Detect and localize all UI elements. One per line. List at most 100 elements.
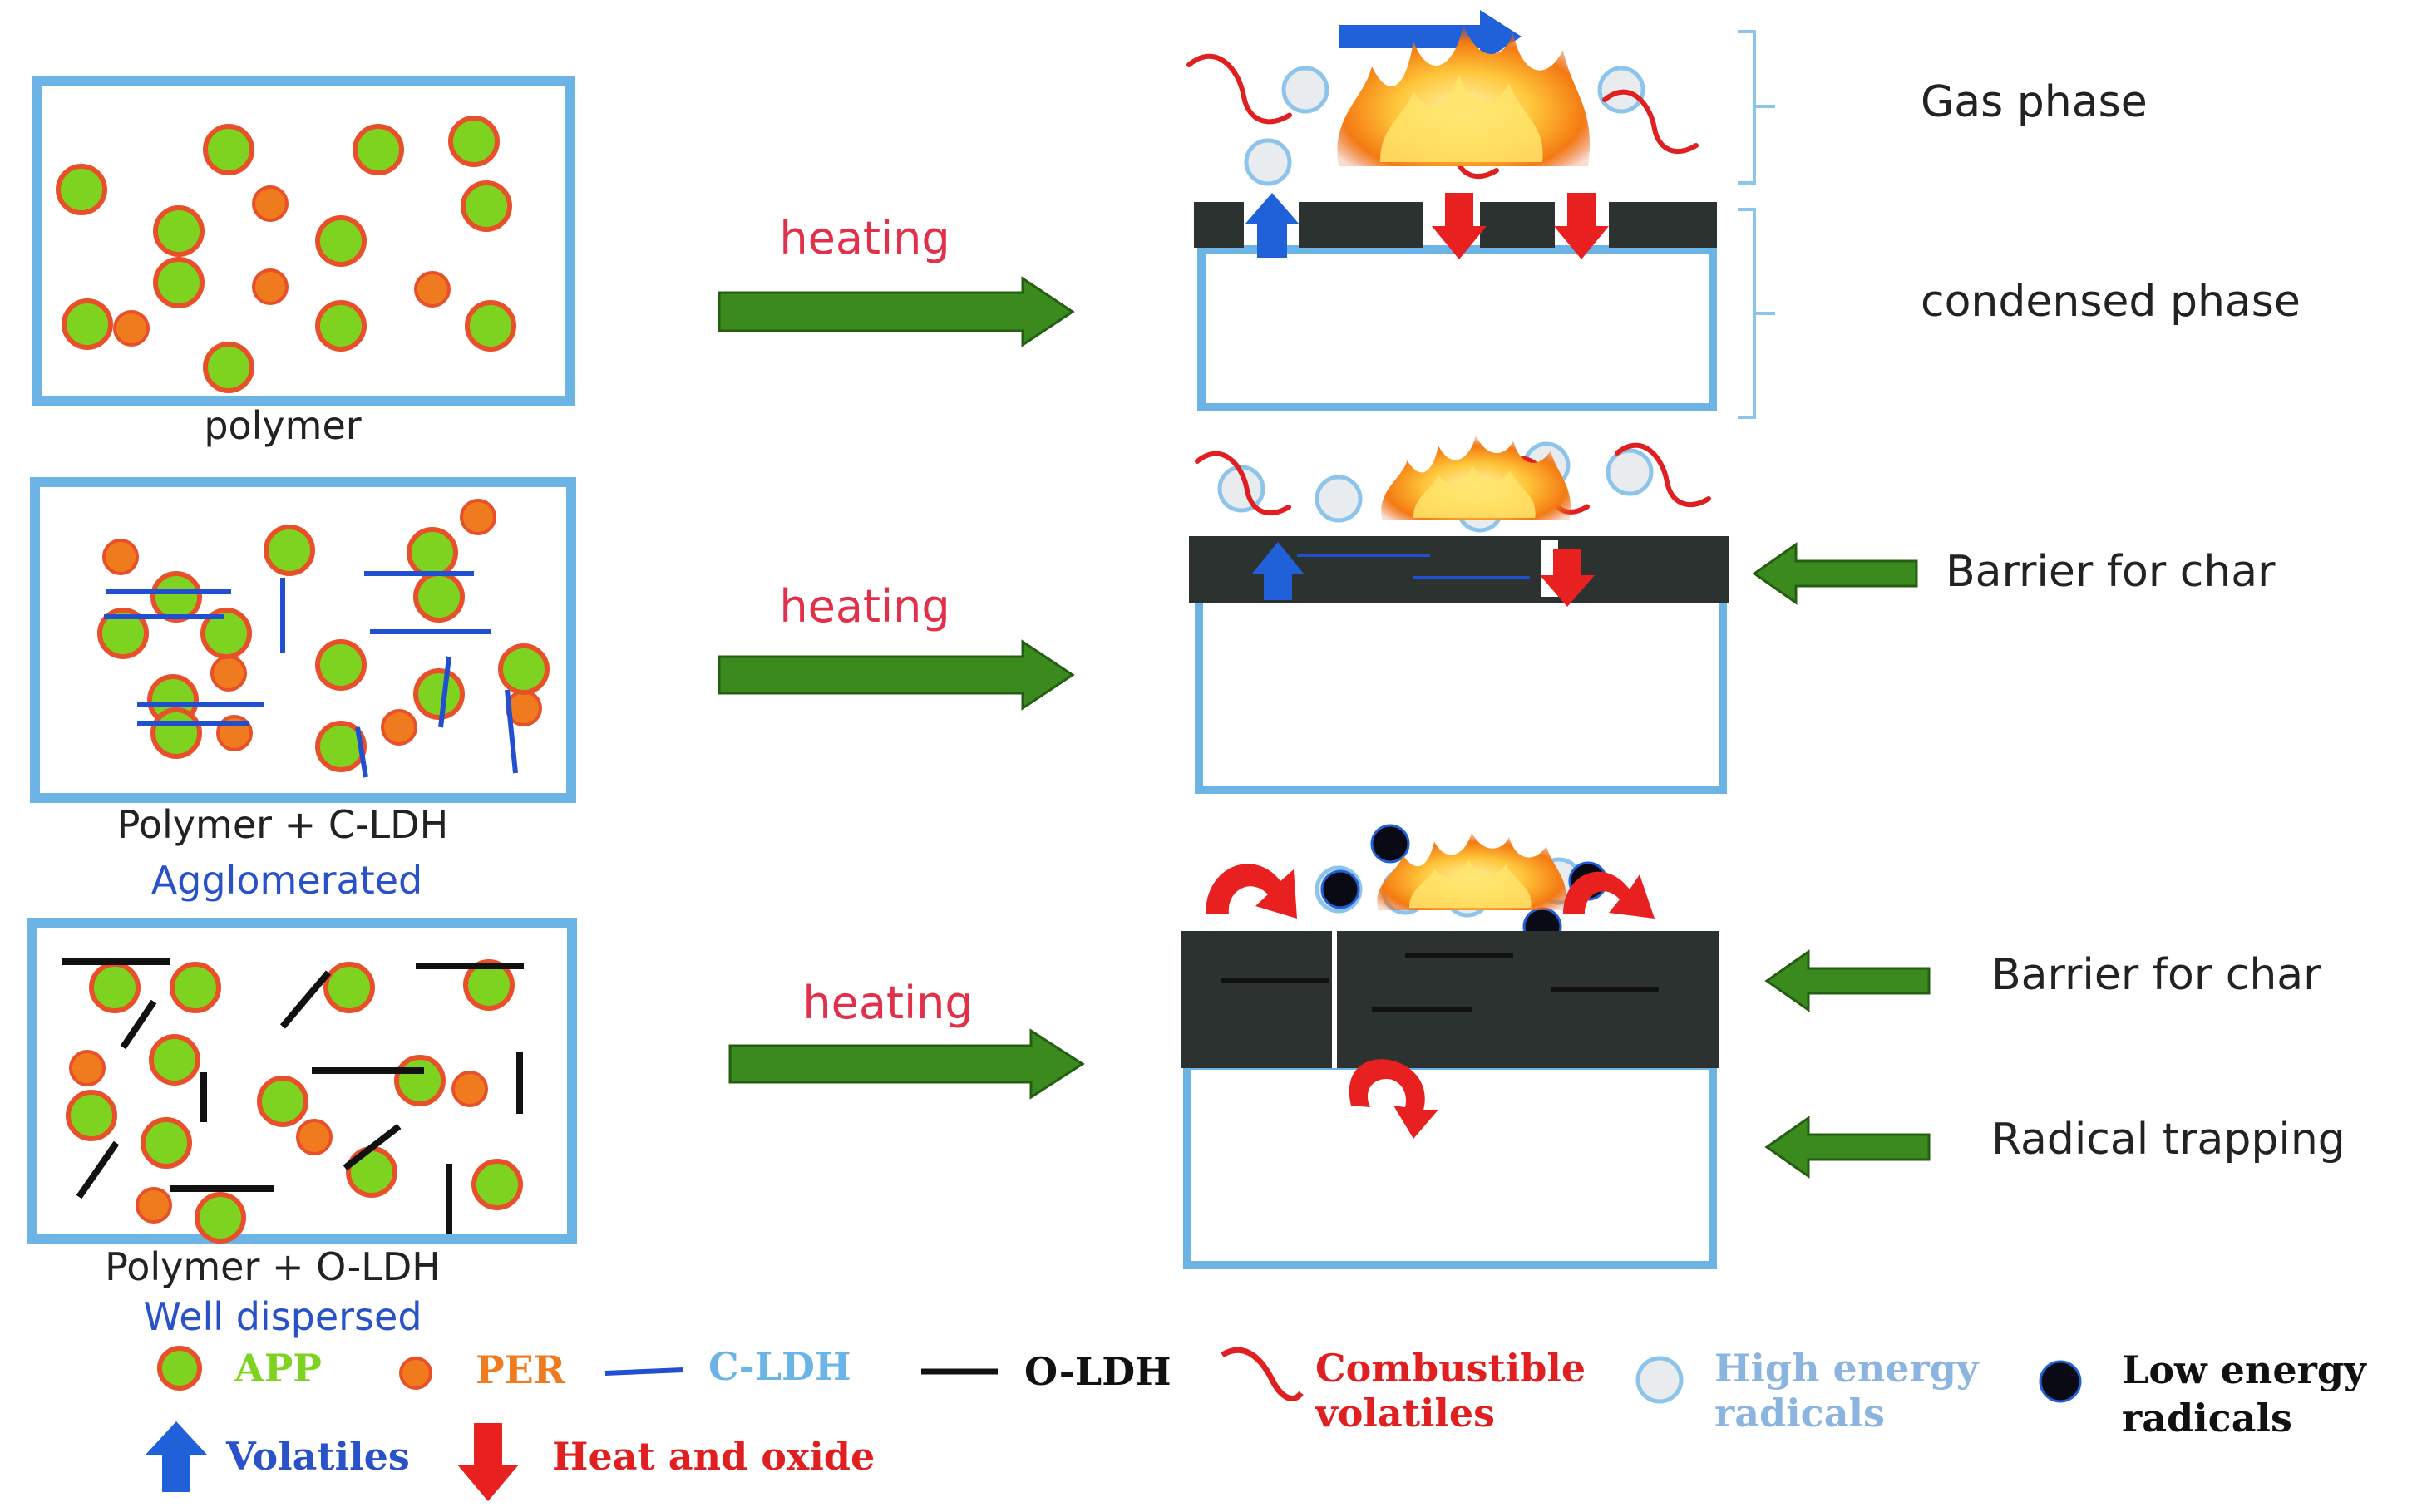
per-particle-icon	[69, 1050, 106, 1086]
heat-down-arrow-icon	[1540, 549, 1595, 607]
app-particle-icon	[153, 257, 205, 308]
app-particle-icon	[315, 300, 367, 352]
legend-low-energy-1: Low energy	[2122, 1347, 2367, 1392]
app-particle-icon	[413, 668, 465, 720]
green-left-arrow-icon	[1752, 542, 1918, 605]
per-particle-icon	[102, 539, 139, 575]
condensed-phase-bracket	[1738, 208, 1775, 419]
per-particle-icon	[381, 709, 417, 746]
high-energy-radical-icon	[1315, 475, 1363, 523]
app-particle-icon	[203, 342, 254, 393]
legend: APP PER C-LDH O-LDH Combustible volatile…	[146, 1344, 2367, 1501]
low-energy-radical-icon	[1370, 824, 1410, 864]
char-barrier	[1181, 931, 1719, 1068]
app-particle-icon	[62, 298, 113, 350]
app-particle-icon	[170, 962, 221, 1013]
condensed-phase-label: condensed phase	[1921, 277, 2301, 327]
o-ldh-platelet	[279, 970, 332, 1029]
red-curved-arrow-icon	[1206, 864, 1297, 919]
o-ldh-platelet	[120, 999, 157, 1050]
legend-high-energy-1: High energy	[1714, 1346, 1980, 1391]
legend-low-energy-2: radicals	[2122, 1396, 2292, 1441]
per-particle-icon	[252, 185, 289, 222]
barrier-for-char-label-1: Barrier for char	[1946, 547, 2276, 597]
low-energy-radical-icon	[2039, 1360, 2082, 1403]
app-particle-icon	[153, 205, 205, 257]
app-particle-icon	[89, 962, 141, 1013]
barrier-for-char-label-2: Barrier for char	[1991, 950, 2321, 1000]
app-particle-icon	[346, 1146, 397, 1198]
legend-per: PER	[476, 1347, 566, 1392]
heat-down-arrow-icon	[1432, 193, 1487, 259]
legend-combustible-1: Combustible	[1315, 1346, 1586, 1391]
sample-label-polymer: polymer	[204, 403, 361, 448]
result-panel-o-ldh: Barrier for char Radical trapping	[1181, 832, 2345, 1269]
green-left-arrow-icon	[1764, 1116, 1931, 1179]
legend-heat-oxide: Heat and oxide	[552, 1434, 875, 1479]
legend-o-ldh: O-LDH	[1024, 1349, 1172, 1394]
app-particle-icon	[413, 571, 465, 623]
per-particle-icon	[210, 655, 247, 692]
legend-high-energy-2: radicals	[1714, 1391, 1885, 1436]
app-particle-icon	[463, 959, 515, 1011]
c-ldh-icon	[604, 1367, 684, 1376]
app-particle-icon	[264, 525, 315, 576]
app-particle-icon	[315, 639, 367, 691]
heat-down-arrow-icon	[457, 1423, 519, 1501]
combustible-volatile-icon	[1186, 53, 1292, 125]
volatile-up-arrow-icon	[1245, 193, 1300, 258]
app-particle-icon	[315, 721, 367, 772]
combustible-volatile-icon	[1615, 442, 1711, 508]
volatile-right-arrow-icon	[1339, 10, 1522, 63]
app-particle-icon	[353, 124, 404, 175]
app-particle-icon	[150, 707, 202, 759]
result-panel-polymer: Gas phase condensed phase	[1194, 10, 2301, 419]
app-particle-icon	[157, 1346, 202, 1391]
legend-combustible-2: volatiles	[1315, 1391, 1495, 1436]
app-particle-icon	[315, 215, 367, 267]
heating-arrow-1: heating	[718, 212, 1075, 347]
combustible-volatile-icon	[1195, 451, 1291, 516]
app-particle-icon	[465, 300, 516, 352]
per-particle-icon	[460, 499, 496, 535]
app-particle-icon	[200, 608, 252, 659]
app-particle-icon	[150, 571, 202, 623]
per-particle-icon	[113, 310, 150, 347]
heating-arrow-3: heating	[728, 977, 1085, 1100]
heating-label-3: heating	[802, 977, 973, 1029]
per-particle-icon	[136, 1187, 172, 1224]
heating-arrow-2: heating	[718, 580, 1075, 711]
green-right-arrow-icon	[718, 276, 1075, 347]
app-particle-icon	[498, 643, 550, 695]
per-particle-icon	[252, 268, 289, 305]
per-particle-icon	[451, 1071, 488, 1107]
heating-label-1: heating	[779, 212, 950, 264]
app-particle-icon	[394, 1055, 446, 1106]
high-energy-radical-icon	[1606, 448, 1654, 496]
sample-label-c-ldh: Polymer + C-LDH	[117, 802, 448, 847]
combustible-volatile-icon	[1602, 89, 1699, 155]
gas-phase-label: Gas phase	[1921, 77, 2148, 127]
legend-app: APP	[234, 1346, 322, 1391]
per-particle-icon	[414, 271, 451, 308]
heat-down-arrow-icon	[1554, 193, 1609, 259]
app-particle-icon	[471, 1159, 523, 1210]
dispersion-label-agglomerated: Agglomerated	[151, 858, 423, 903]
gas-phase-bracket	[1738, 30, 1775, 185]
red-curved-arrow-icon	[1563, 871, 1655, 919]
high-energy-radical-icon	[1635, 1356, 1684, 1404]
heating-label-2: heating	[779, 580, 950, 633]
app-particle-icon	[257, 1076, 308, 1127]
volatile-up-arrow-icon	[1252, 542, 1304, 600]
c-ldh-platelet	[355, 726, 368, 778]
app-particle-icon	[448, 116, 500, 167]
per-particle-icon	[399, 1357, 432, 1390]
green-right-arrow-icon	[718, 639, 1075, 711]
green-right-arrow-icon	[728, 1028, 1085, 1100]
result-panel-c-ldh: Barrier for char	[1189, 436, 2276, 794]
volatile-up-arrow-icon	[146, 1421, 207, 1492]
app-particle-icon	[323, 962, 375, 1013]
high-energy-radical-icon	[1244, 138, 1292, 186]
red-curved-arrow-icon	[1349, 1059, 1438, 1139]
